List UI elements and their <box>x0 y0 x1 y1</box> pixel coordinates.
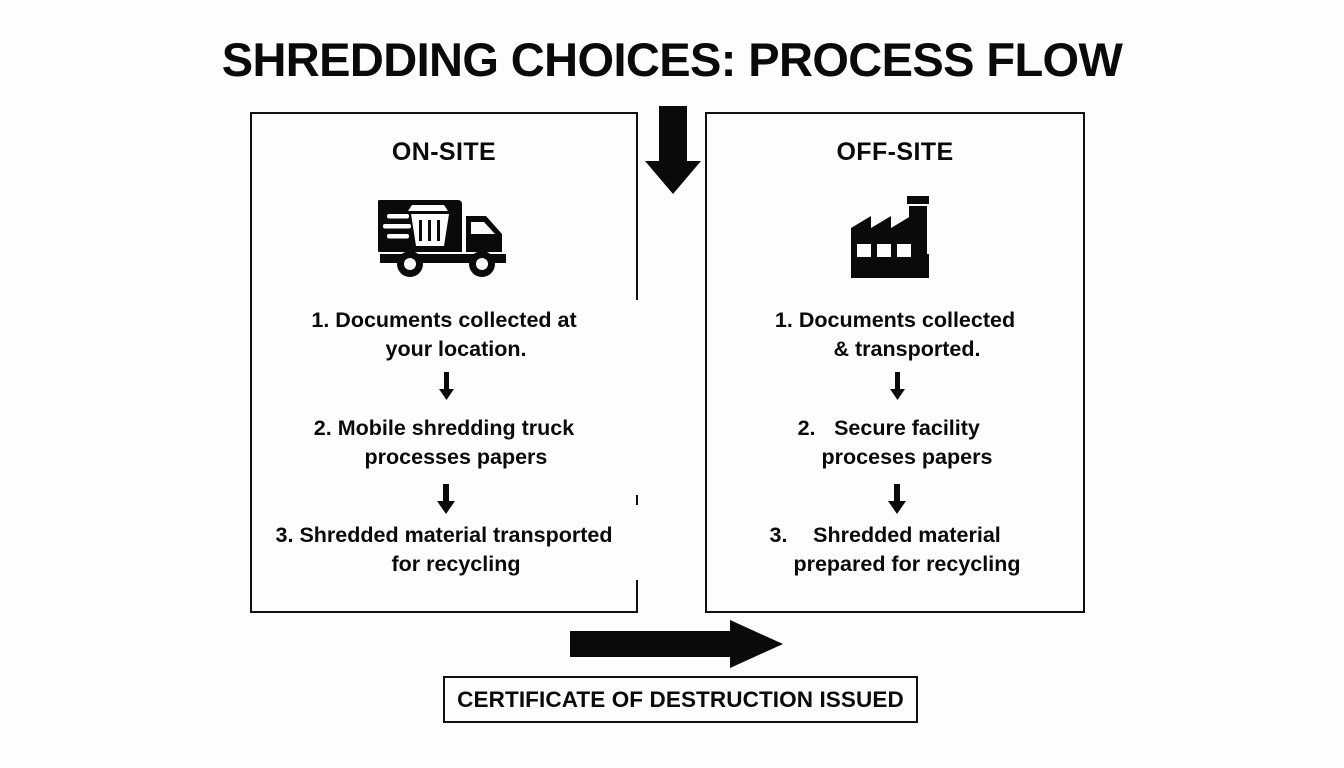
step-line-2: your location. <box>385 336 527 361</box>
step-text: Shredded material transported for recycl… <box>299 521 612 578</box>
certificate-label: CERTIFICATE OF DESTRUCTION ISSUED <box>457 686 904 712</box>
step-line-1: Shredded material transported <box>299 523 613 547</box>
step-text: Shredded material prepared for recycling <box>793 521 1020 578</box>
step-off-site-1: 1. Documents collected & transported. <box>705 306 1085 363</box>
step-line-1: Documents collected <box>798 308 1016 332</box>
shredding-truck-icon <box>250 190 638 285</box>
step-line-2: processes papers <box>364 444 548 469</box>
arrow-down-small-icon-left-1 <box>250 372 638 407</box>
panel-title-on-site: ON-SITE <box>391 138 497 166</box>
step-line-1: Shredded material <box>813 523 1001 547</box>
step-text: Secure facility proceses papers <box>822 414 993 471</box>
step-number: 1. <box>774 308 793 332</box>
step-line-2: for recycling <box>391 551 521 576</box>
step-number: 2. <box>313 416 332 440</box>
step-off-site-3: 3. Shredded material prepared for recycl… <box>705 521 1085 578</box>
step-text: Documents collected at your location. <box>335 306 576 363</box>
panel-off-site <box>705 112 1085 613</box>
factory-icon <box>705 190 1085 285</box>
page-title: SHREDDING CHOICES: PROCESS FLOW <box>221 33 1123 86</box>
step-off-site-2: 2. Secure facility proceses papers <box>705 414 1085 471</box>
panel-title-off-site: OFF-SITE <box>836 138 954 166</box>
arrow-down-small-icon-right-2 <box>705 484 1085 521</box>
step-line-1: Documents collected at <box>335 308 577 332</box>
certificate-of-destruction-box: CERTIFICATE OF DESTRUCTION ISSUED <box>443 676 918 723</box>
step-text: Documents collected & transported. <box>799 306 1015 363</box>
step-number: 2. <box>797 416 816 440</box>
step-line-1: Mobile shredding truck <box>337 416 575 440</box>
step-number: 3. <box>275 523 294 547</box>
step-line-2: proceses papers <box>821 444 993 469</box>
arrow-right-icon <box>570 618 786 675</box>
step-on-site-3: 3. Shredded material transported for rec… <box>244 521 644 578</box>
step-on-site-2: 2. Mobile shredding truck processes pape… <box>250 414 638 471</box>
step-line-1: Secure facility <box>834 416 980 440</box>
step-number: 1. <box>311 308 330 332</box>
arrow-down-small-icon-left-2 <box>250 484 638 521</box>
step-text: Mobile shredding truck processes papers <box>338 414 575 471</box>
border-gap-mask-lower <box>632 505 644 580</box>
arrow-down-icon <box>640 106 706 201</box>
step-number: 3. <box>769 523 788 547</box>
step-line-2: prepared for recycling <box>793 551 1021 576</box>
border-gap-mask-upper <box>632 300 644 495</box>
step-line-2: & transported. <box>833 336 981 361</box>
step-on-site-1: 1. Documents collected at your location. <box>250 306 638 363</box>
arrow-down-small-icon-right-1 <box>705 372 1085 407</box>
